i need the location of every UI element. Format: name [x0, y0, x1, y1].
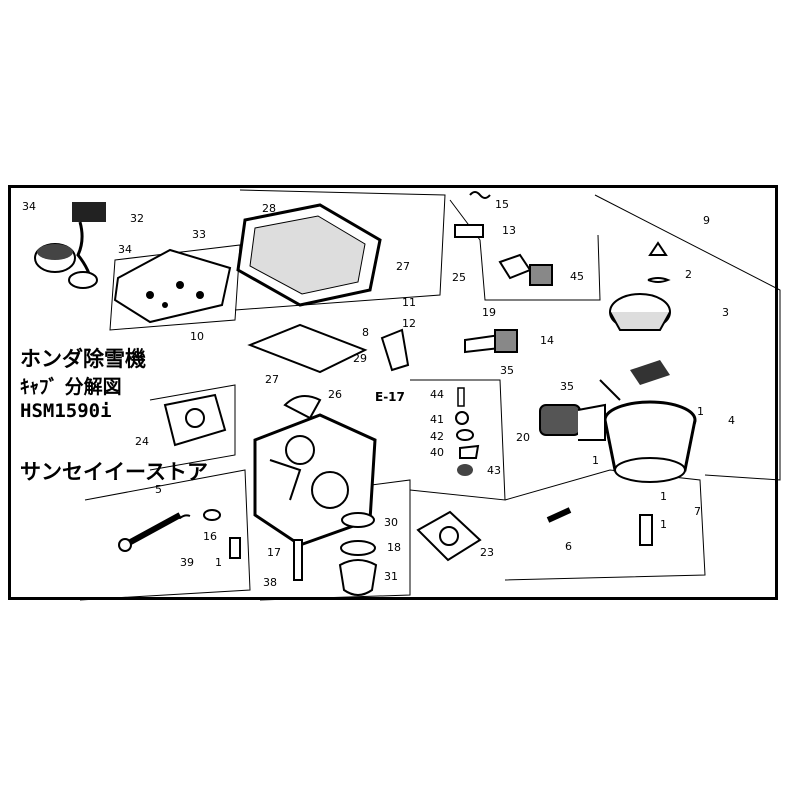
callout-7: 7	[694, 505, 701, 518]
choke-group-outline	[594, 194, 781, 481]
callout-35b: 35	[560, 380, 574, 393]
callout-1e: 1	[660, 518, 667, 531]
callout-17: 17	[267, 546, 281, 559]
solenoid-20-part	[539, 403, 606, 441]
callouts: 34 32 33 34 28 15 13 9 27 25 2 45 11 19 …	[22, 198, 735, 589]
overlay-store: サンセイイーストア	[20, 460, 208, 484]
callout-16: 16	[203, 530, 217, 543]
spring-arm-part	[454, 191, 491, 238]
callout-11: 11	[402, 296, 416, 309]
callout-1a: 1	[697, 405, 704, 418]
callout-19: 19	[482, 306, 496, 319]
throttle-drum-45-part	[498, 253, 553, 286]
float-chamber-outline	[234, 189, 446, 311]
callout-34b: 34	[118, 243, 132, 256]
washers-40-44-part	[455, 387, 480, 476]
callout-45: 45	[570, 270, 584, 283]
callout-2: 2	[685, 268, 692, 281]
callout-40: 40	[430, 446, 444, 459]
callout-3: 3	[722, 306, 729, 319]
callout-14: 14	[540, 334, 554, 347]
callout-41: 41	[430, 413, 444, 426]
screw-5-part	[118, 512, 191, 552]
float-bowl-4-part	[599, 360, 697, 483]
jet-group-outline	[504, 469, 706, 581]
overlay-subtitle: ｷｬﾌﾞ 分解図	[20, 376, 122, 398]
callout-28: 28	[262, 202, 276, 215]
callout-1d: 1	[660, 490, 667, 503]
lever-8-part	[380, 328, 410, 372]
callout-25: 25	[452, 271, 466, 284]
gasket-29-part	[247, 323, 368, 374]
callout-5: 5	[155, 483, 162, 496]
gasket-24-part	[163, 393, 227, 447]
callout-30: 30	[384, 516, 398, 529]
choke-valve-3-part	[609, 241, 671, 331]
lower-bowl-part	[338, 512, 378, 596]
washer-group-outline	[409, 379, 506, 501]
callout-18: 18	[387, 541, 401, 554]
callout-43: 43	[487, 464, 501, 477]
overlay-title: ホンダ除雪機	[20, 347, 146, 371]
choke-arm-14-part	[464, 329, 518, 354]
callout-39: 39	[180, 556, 194, 569]
jets-16-17-38-part	[203, 509, 303, 581]
callout-13: 13	[502, 224, 516, 237]
overlay-model: HSM1590i	[20, 400, 112, 422]
diagram-frame	[8, 185, 778, 600]
callout-29: 29	[353, 352, 367, 365]
callout-38: 38	[263, 576, 277, 589]
callout-44: 44	[430, 388, 444, 401]
gasket-23-part	[416, 510, 482, 562]
callout-35a: 35	[500, 364, 514, 377]
callout-6: 6	[565, 540, 572, 553]
callout-1c: 1	[215, 556, 222, 569]
callout-27b: 27	[265, 373, 279, 386]
top-cover-part	[113, 248, 232, 324]
ref-label-e17: E-17	[375, 390, 405, 404]
callout-15: 15	[495, 198, 509, 211]
callout-1b: 1	[592, 454, 599, 467]
screw-group-outline	[79, 469, 251, 601]
lever-group-outline	[449, 199, 601, 301]
callout-20: 20	[516, 431, 530, 444]
callout-10: 10	[190, 330, 204, 343]
gasket-24-outline	[149, 384, 236, 471]
float-chamber-part	[236, 203, 382, 307]
callout-26: 26	[328, 388, 342, 401]
callout-4: 4	[728, 414, 735, 427]
harness-part	[34, 202, 106, 289]
callout-23: 23	[480, 546, 494, 559]
callout-12: 12	[402, 317, 416, 330]
callout-42: 42	[430, 430, 444, 443]
callout-31: 31	[384, 570, 398, 583]
cover-group-outline	[109, 244, 241, 331]
callout-27a: 27	[396, 260, 410, 273]
callout-9: 9	[703, 214, 710, 227]
callout-33: 33	[192, 228, 206, 241]
jets-6-7-part	[546, 507, 653, 546]
throttle-plate-part	[283, 395, 322, 420]
callout-34a: 34	[22, 200, 36, 213]
callout-24: 24	[135, 435, 149, 448]
callout-8: 8	[362, 326, 369, 339]
callout-32: 32	[130, 212, 144, 225]
carburetor-body-part	[253, 413, 377, 547]
